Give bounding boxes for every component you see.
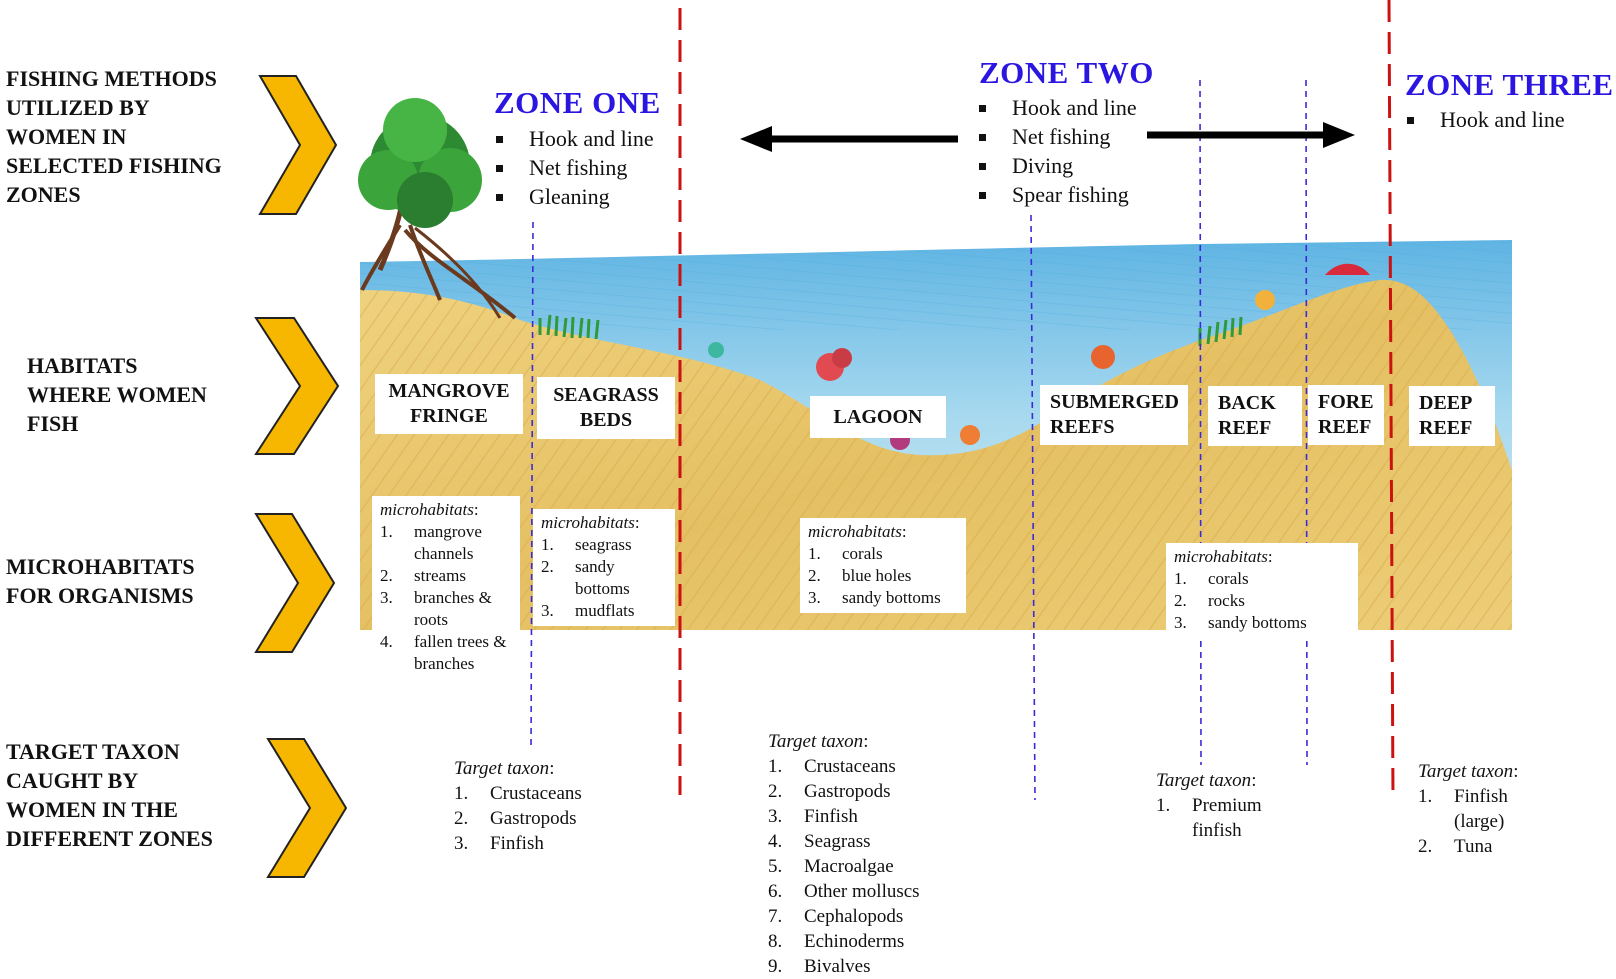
microhabitats-title: microhabitats (1174, 547, 1268, 566)
row-label-microhabitats: MICROHABITATS FOR ORGANISMS (6, 554, 195, 608)
arrow-left-icon (740, 126, 958, 152)
seagrass-icon (538, 314, 1243, 346)
zone-divider-line (1387, 0, 1395, 801)
list-item: 3.sandy bottoms (808, 588, 941, 607)
list-item: 3.branches & roots (380, 588, 492, 629)
chevron-arrow-icon (254, 317, 340, 455)
list-item: 1.corals (808, 544, 883, 563)
list-item: 8.Echinoderms (768, 931, 905, 952)
habitat-fore-reef: FORE REEF (1308, 385, 1384, 445)
chevron-arrow-icon (266, 738, 348, 878)
target-taxon-title: Target taxon (454, 758, 550, 779)
microhabitats-seagrass: microhabitats: 1.seagrass 2.sandy bottom… (533, 509, 675, 626)
list-item: 2.streams (380, 566, 466, 585)
method-item: Gleaning (493, 182, 654, 211)
list-item: 1.Finfish (large) (1418, 786, 1508, 832)
target-taxon-zone-one: Target taxon: 1.Crustaceans 2.Gastropods… (454, 758, 582, 854)
list-item: 3.Finfish (768, 806, 858, 827)
list-item: 6.Other molluscs (768, 881, 920, 902)
list-item: 3.Finfish (454, 833, 544, 854)
method-item: Hook and line (976, 93, 1137, 122)
method-item: Hook and line (493, 124, 654, 153)
row-label-target-taxon: TARGET TAXON CAUGHT BY WOMEN IN THE DIFF… (6, 739, 213, 851)
row-label-fishing-methods: FISHING METHODS UTILIZED BY WOMEN IN SEL… (6, 66, 222, 207)
list-item: 2.rocks (1174, 591, 1245, 610)
method-item: Net fishing (976, 122, 1137, 151)
habitat-lagoon: LAGOON (810, 396, 946, 438)
list-item: 4.Seagrass (768, 831, 871, 852)
target-taxon-zone-three: Target taxon: 1.Finfish (large) 2.Tuna (1418, 759, 1546, 859)
list-item: 4.fallen trees & branches (380, 632, 507, 673)
habitat-divider-line (1030, 214, 1036, 801)
habitat-submerged-reefs: SUBMERGED REEFS (1040, 385, 1188, 445)
list-item: 2.Gastropods (768, 781, 891, 802)
habitat-divider-line (1305, 79, 1308, 766)
list-item: 1.corals (1174, 569, 1249, 588)
zone-two-methods: Hook and line Net fishing Diving Spear f… (976, 93, 1137, 209)
chevron-arrow-icon (254, 513, 336, 653)
zone-three-methods: Hook and line (1404, 105, 1565, 134)
target-taxon-title: Target taxon (1418, 761, 1514, 782)
mangrove-tree-icon (358, 98, 517, 320)
target-taxon-lagoon: Target taxon: 1.Crustaceans 2.Gastropods… (768, 731, 920, 977)
target-taxon-title: Target taxon (768, 731, 864, 752)
habitat-seagrass-beds: SEAGRASS BEDS (537, 377, 675, 439)
list-item: 7.Cephalopods (768, 906, 904, 927)
microhabitats-title: microhabitats (541, 513, 635, 532)
list-item: 1.Premium finfish (1156, 795, 1262, 841)
method-item: Diving (976, 151, 1137, 180)
list-item: 1.seagrass (541, 535, 632, 554)
list-item: 2.sandy bottoms (541, 557, 630, 598)
method-item: Spear fishing (976, 180, 1137, 209)
microhabitats-lagoon: microhabitats: 1.corals 2.blue holes 3.s… (800, 518, 966, 613)
zone-one-title: ZONE ONE (494, 85, 661, 120)
microhabitats-mangrove: microhabitats: 1.mangrove channels 2.str… (372, 496, 520, 679)
method-item: Hook and line (1404, 105, 1565, 134)
list-item: 9.Bivalves (768, 956, 871, 977)
target-taxon-reef: Target taxon: 1.Premium finfish (1156, 768, 1306, 843)
list-item: 3.sandy bottoms (1174, 613, 1307, 632)
list-item: 2.Tuna (1418, 836, 1493, 857)
list-item: 1.mangrove channels (380, 522, 482, 563)
list-item: 1.Crustaceans (454, 783, 582, 804)
habitat-mangrove-fringe: MANGROVE FRINGE (375, 374, 523, 434)
list-item: 1.Crustaceans (768, 756, 896, 777)
list-item: 3.mudflats (541, 601, 635, 620)
chevron-arrow-icon (258, 75, 338, 215)
habitat-divider-line (530, 221, 534, 751)
zone-one-methods: Hook and line Net fishing Gleaning (493, 124, 654, 211)
arrow-right-icon (1147, 122, 1355, 148)
row-label-habitats: HABITATS WHERE WOMEN FISH (27, 353, 207, 436)
zone-three-title: ZONE THREE (1405, 67, 1614, 102)
zone-two-title: ZONE TWO (979, 55, 1154, 90)
habitat-back-reef: BACK REEF (1208, 386, 1302, 446)
list-item: 2.blue holes (808, 566, 912, 585)
list-item: 2.Gastropods (454, 808, 577, 829)
microhabitats-title: microhabitats (808, 522, 902, 541)
target-taxon-title: Target taxon (1156, 770, 1252, 791)
habitat-divider-line (1199, 79, 1202, 766)
microhabitats-title: microhabitats (380, 500, 474, 519)
method-item: Net fishing (493, 153, 654, 182)
habitat-deep-reef: DEEP REEF (1409, 386, 1495, 446)
microhabitats-reef: microhabitats: 1.corals 2.rocks 3.sandy … (1166, 543, 1358, 638)
list-item: 5.Macroalgae (768, 856, 894, 877)
